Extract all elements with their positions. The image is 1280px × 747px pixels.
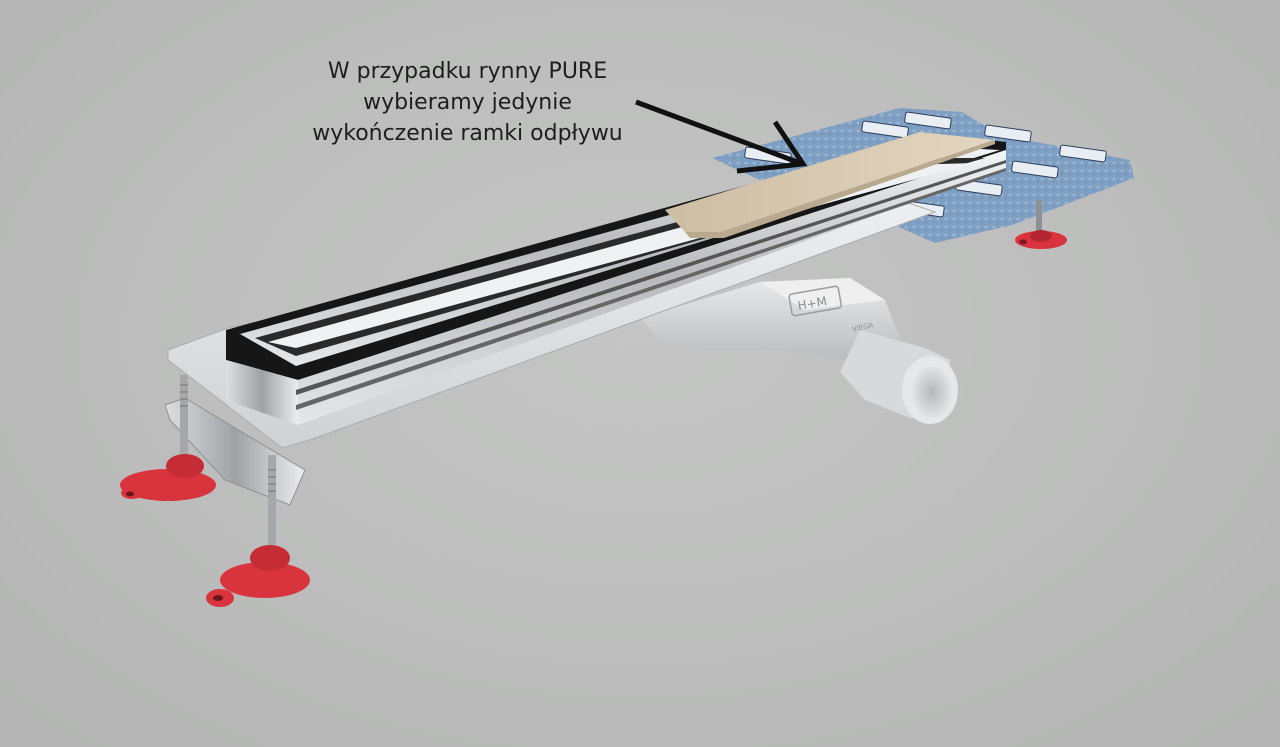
stone-insert [665,132,995,238]
adjustable-foot-front-left [120,454,216,501]
annotation-arrow [635,99,808,174]
annotation-caption: W przypadku rynny PURE wybieramy jedynie… [300,56,635,149]
front-bracket [164,375,306,565]
caption-line-3: wykończenie ramki odpływu [312,121,623,146]
adjustable-foot-back-right [1015,200,1067,249]
adjustable-foot-front-right [206,545,310,607]
caption-line-1: W przypadku rynny PURE [327,59,608,84]
siphon-logo: H+M [797,294,828,313]
drain-siphon: H+M VIEGA [640,278,958,424]
caption-line-2: wybieramy jedynie [363,90,572,115]
